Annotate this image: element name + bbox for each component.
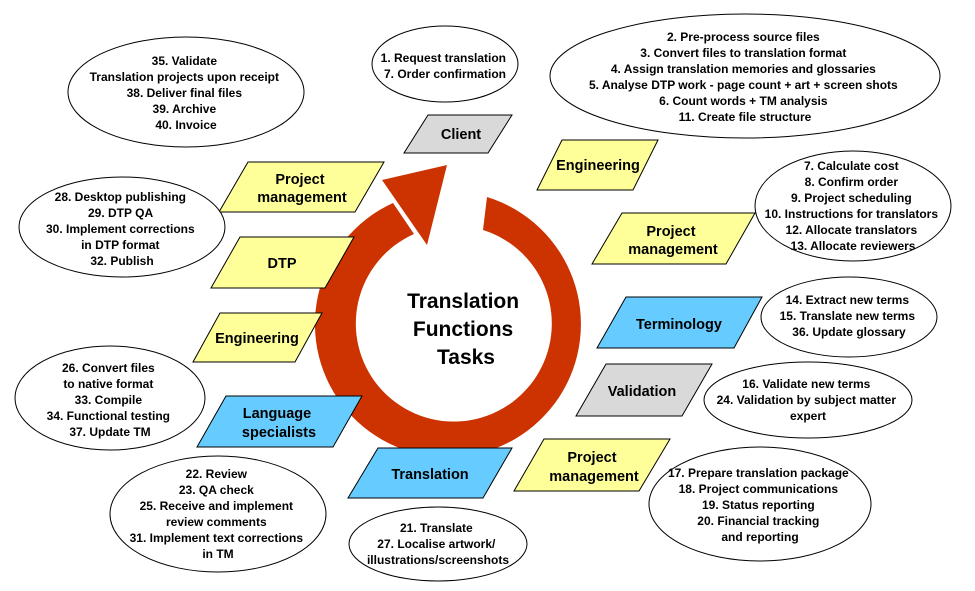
ellipse-pm-right-tasks: 7. Calculate cost 8. Confirm order 9. Pr… <box>754 150 952 262</box>
center-title-line-3: Tasks <box>437 346 495 369</box>
para-pm-bottom-label: Project management <box>549 450 639 485</box>
para-pm-right-shape <box>591 212 756 265</box>
ellipse-language-tasks: 22. Review 23. QA check 25. Receive and … <box>109 455 327 573</box>
ellipse-dtp-tasks-shape <box>18 176 226 278</box>
ellipse-engineering-tasks-shape <box>549 13 941 139</box>
ellipse-validation-tasks-text: 16. Validate new terms 24. Validation by… <box>717 377 900 423</box>
para-client-shape <box>403 114 513 154</box>
para-dtp-label: DTP <box>268 256 297 272</box>
ellipse-dtp-tasks-text: 28. Desktop publishing 29. DTP QA 30. Im… <box>46 190 198 268</box>
ellipse-pm-left-tasks-shape <box>67 36 305 148</box>
para-terminology-shape <box>596 296 763 349</box>
para-terminology: Terminology <box>596 296 763 349</box>
para-pm-left-shape <box>218 161 385 213</box>
ellipse-engineering-left-tasks-text: 26. Convert files to native format 33. C… <box>47 361 174 439</box>
ellipse-pm-right-tasks-text: 7. Calculate cost 8. Confirm order 9. Pr… <box>765 159 942 253</box>
ellipse-pm-bottom-tasks: 17. Prepare translation package 18. Proj… <box>648 446 872 562</box>
para-translation: Translation <box>347 447 513 499</box>
para-translation-shape <box>347 447 513 499</box>
ellipse-dtp-tasks: 28. Desktop publishing 29. DTP QA 30. Im… <box>18 176 226 278</box>
ellipse-engineering-tasks-text: 2. Pre-process source files 3. Convert f… <box>589 30 901 124</box>
para-language: Language specialists <box>196 395 363 448</box>
ellipse-client-tasks-shape <box>371 25 519 103</box>
para-engineering-left-label: Engineering <box>215 331 299 347</box>
ellipse-pm-bottom-tasks-text: 17. Prepare translation package 18. Proj… <box>668 466 852 544</box>
ellipse-pm-bottom-tasks-shape <box>648 446 872 562</box>
ellipse-engineering-left-tasks-shape <box>14 345 206 451</box>
ellipse-terminology-tasks: 14. Extract new terms 15. Translate new … <box>760 276 938 358</box>
ellipse-language-tasks-text: 22. Review 23. QA check 25. Receive and … <box>130 467 307 561</box>
ellipse-engineering-tasks: 2. Pre-process source files 3. Convert f… <box>549 13 941 139</box>
ellipse-client-tasks: 1. Request translation 7. Order confirma… <box>371 25 519 103</box>
center-title-line-1: Translation <box>407 290 519 313</box>
para-engineering-top: Engineering <box>536 139 659 191</box>
para-pm-bottom-shape <box>513 438 671 492</box>
para-client: Client <box>403 114 513 154</box>
ellipse-engineering-left-tasks: 26. Convert files to native format 33. C… <box>14 345 206 451</box>
arrow-ring <box>314 197 581 458</box>
para-pm-bottom: Project management <box>513 438 671 492</box>
para-engineering-top-label: Engineering <box>556 158 640 174</box>
ellipse-translation-tasks-text: 21. Translate 27. Localise artwork/ illu… <box>367 521 509 567</box>
para-validation-label: Validation <box>608 384 677 400</box>
circular-arrow-icon <box>314 165 581 458</box>
para-pm-right-label: Project management <box>628 224 718 258</box>
arrow-head <box>382 165 447 245</box>
para-language-label: Language specialists <box>242 406 316 441</box>
para-terminology-label: Terminology <box>636 317 722 333</box>
ellipse-terminology-tasks-shape <box>760 276 938 358</box>
para-client-label: Client <box>441 127 481 143</box>
ellipse-client-tasks-text: 1. Request translation 7. Order confirma… <box>381 51 510 81</box>
para-validation: Validation <box>575 363 713 417</box>
para-pm-left: Project management <box>218 161 385 213</box>
center-title: Translation Functions Tasks <box>407 290 525 369</box>
para-pm-right: Project management <box>591 212 756 265</box>
para-dtp: DTP <box>210 236 355 289</box>
para-engineering-left: Engineering <box>192 312 323 363</box>
para-validation-shape <box>575 363 713 417</box>
para-pm-left-label: Project management <box>257 172 347 206</box>
para-language-shape <box>196 395 363 448</box>
ellipse-language-tasks-shape <box>109 455 327 573</box>
ellipse-translation-tasks: 21. Translate 27. Localise artwork/ illu… <box>348 506 528 582</box>
ellipse-pm-left-tasks-text: 35. Validate Translation projects upon r… <box>90 54 283 132</box>
para-engineering-left-shape <box>192 312 323 363</box>
para-engineering-top-shape <box>536 139 659 191</box>
ellipse-translation-tasks-shape <box>348 506 528 582</box>
para-dtp-shape <box>210 236 355 289</box>
ellipse-validation-tasks-shape <box>703 361 913 439</box>
ellipse-pm-left-tasks: 35. Validate Translation projects upon r… <box>67 36 305 148</box>
center-title-line-2: Functions <box>413 318 513 341</box>
ellipse-validation-tasks: 16. Validate new terms 24. Validation by… <box>703 361 913 439</box>
ellipse-terminology-tasks-text: 14. Extract new terms 15. Translate new … <box>780 293 919 339</box>
para-translation-label: Translation <box>391 467 468 483</box>
ellipse-pm-right-tasks-shape <box>754 150 952 262</box>
